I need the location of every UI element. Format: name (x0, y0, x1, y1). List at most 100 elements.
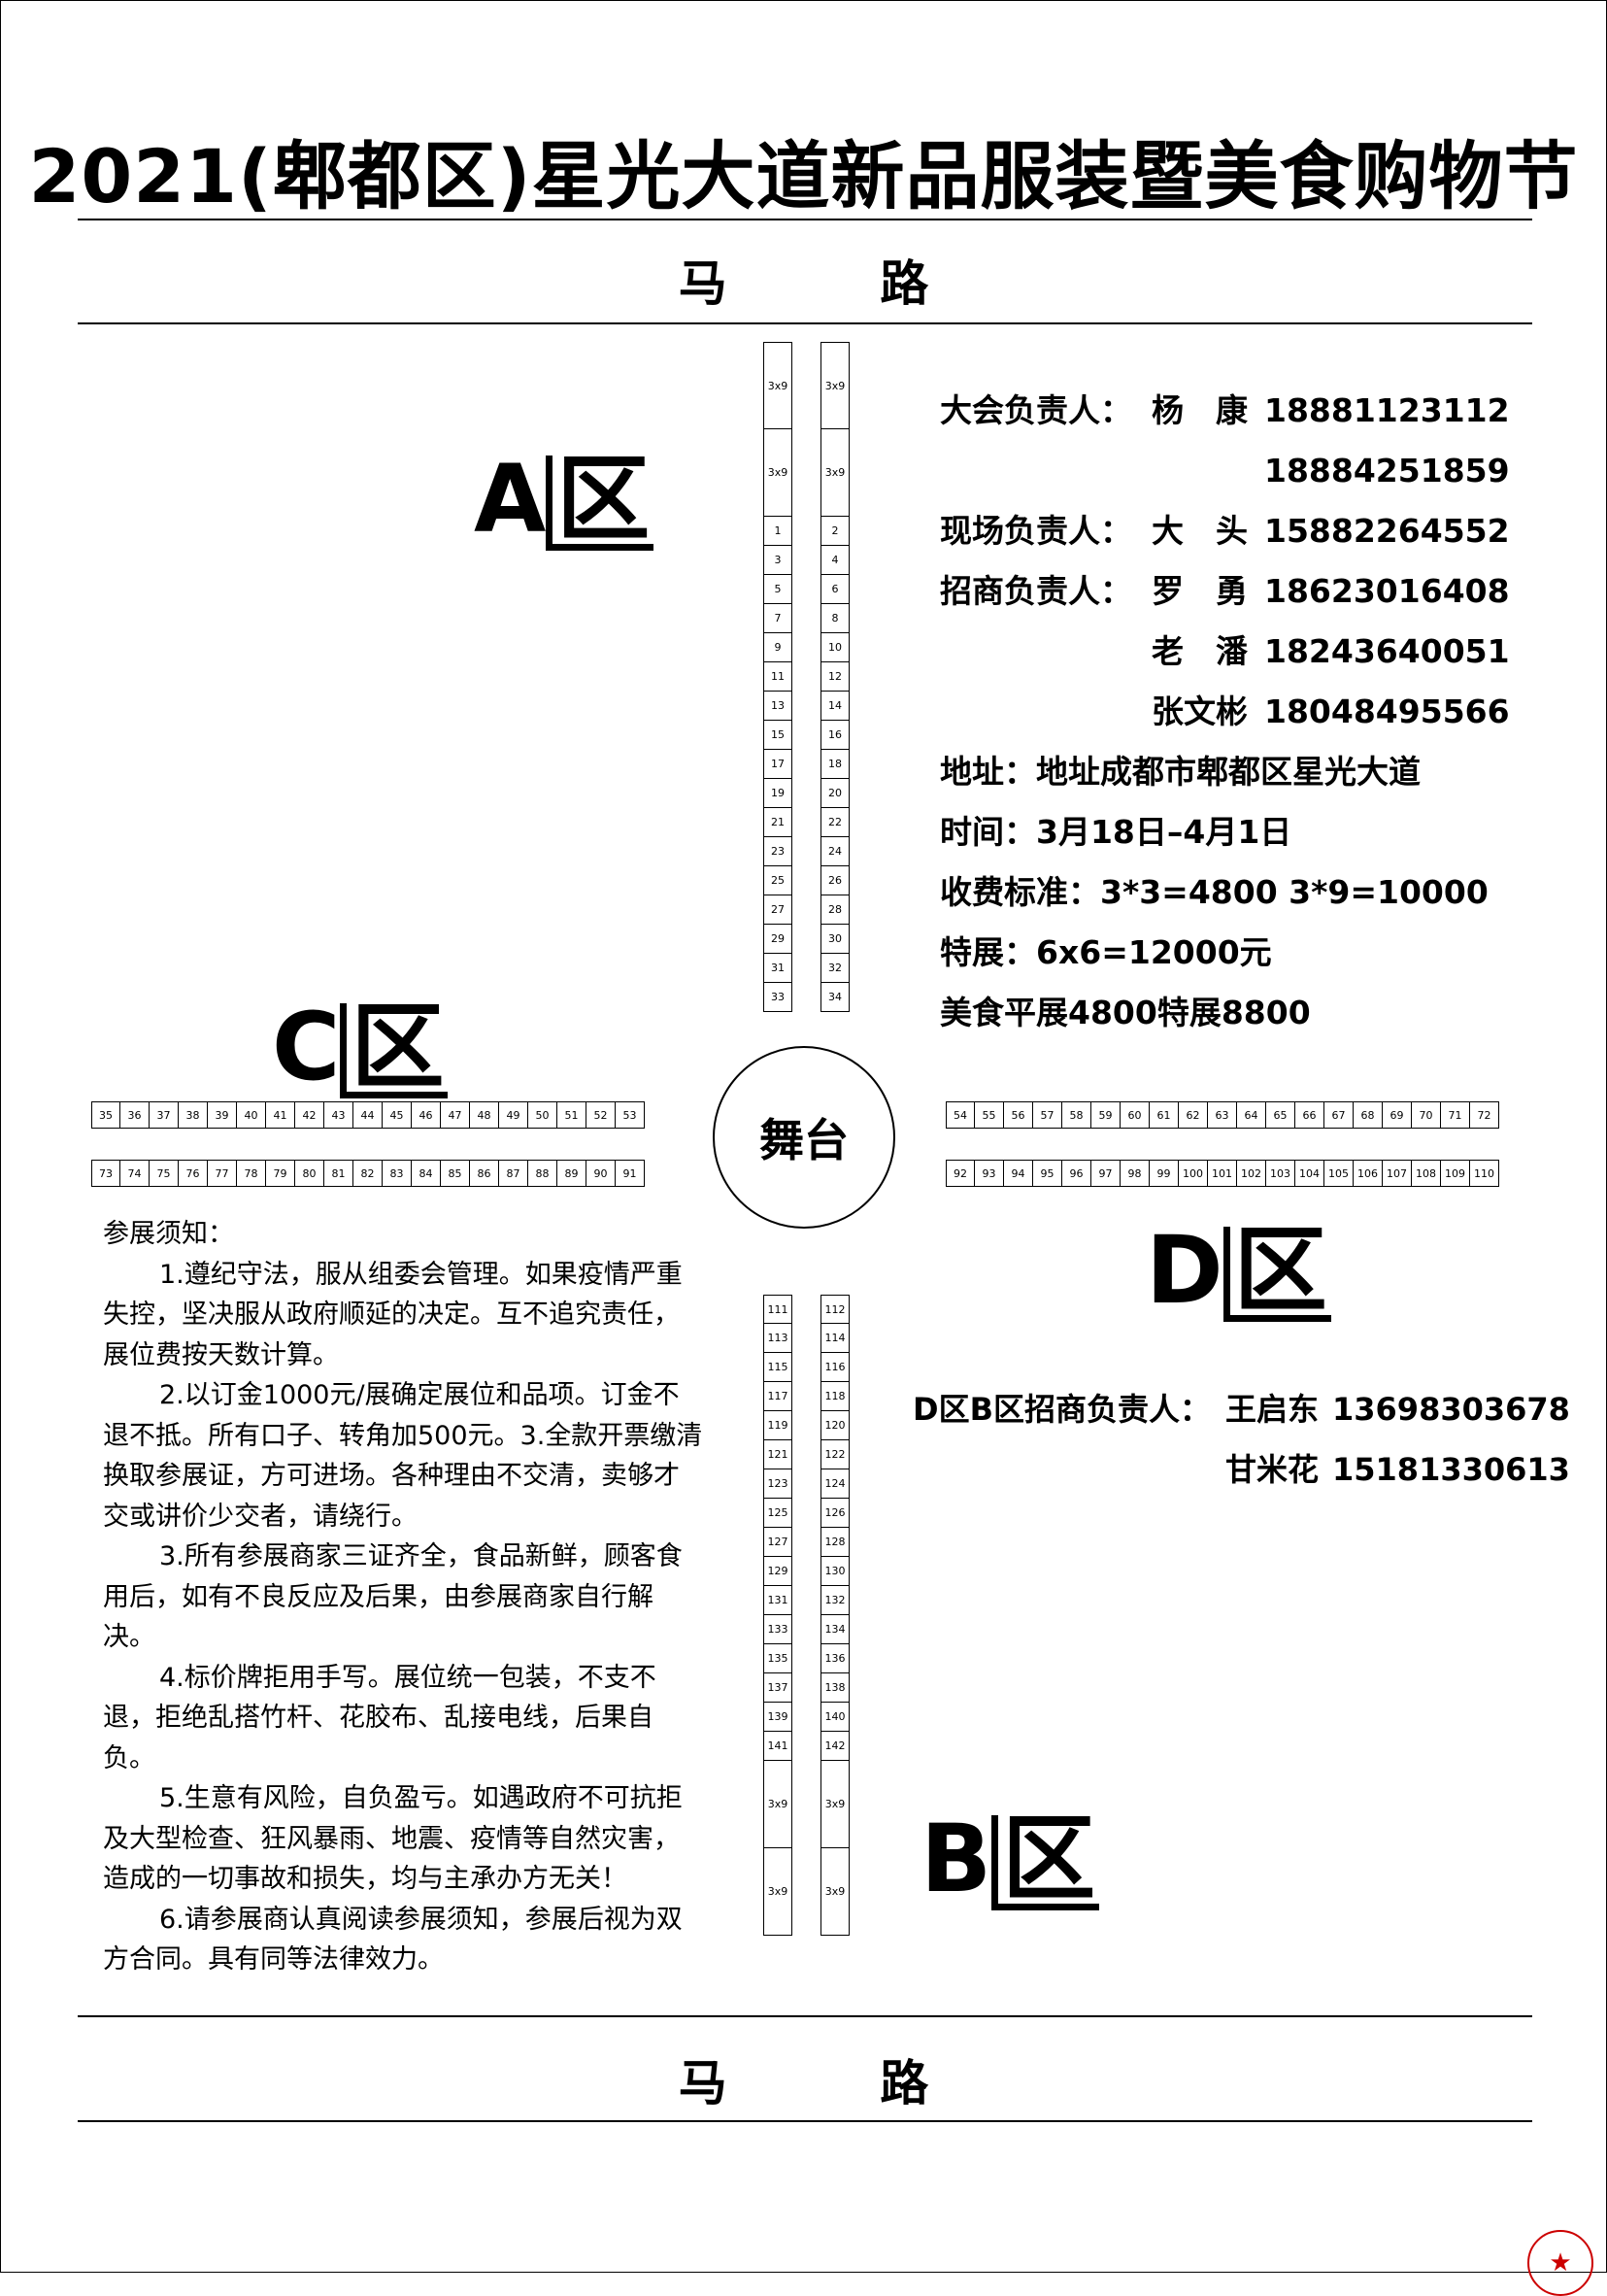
booth-cell: 107 (1383, 1160, 1412, 1187)
contact-name: 杨 康 (1152, 391, 1248, 429)
booth-cell: 92 (946, 1160, 975, 1187)
booth-cell: 63 (1208, 1101, 1237, 1129)
booth-cell: 108 (1412, 1160, 1441, 1187)
booth-cell: 142 (820, 1732, 850, 1761)
booth-cell: 65 (1266, 1101, 1295, 1129)
booth-cell: 38 (179, 1101, 208, 1129)
booth-cell: 111 (763, 1295, 792, 1324)
contact-phone: 18884251859 (1264, 452, 1510, 490)
booth-cell: 100 (1179, 1160, 1208, 1187)
contact-phone: 15181330613 (1332, 1451, 1570, 1488)
contact-phone: 18048495566 (1264, 692, 1510, 730)
booth-cell: 103 (1266, 1160, 1295, 1187)
booth-cell: 35 (91, 1101, 120, 1129)
contact-name: 王启东 (1225, 1391, 1320, 1428)
booth-cell: 89 (557, 1160, 586, 1187)
booth-cell: 76 (179, 1160, 208, 1187)
booth-cell: 51 (557, 1101, 586, 1129)
booth-cell: 15 (763, 721, 792, 750)
booth-cell: 16 (820, 721, 850, 750)
zone-suffix: 区 (1222, 1224, 1331, 1323)
booth-cell: 39 (208, 1101, 237, 1129)
booth-cell: 133 (763, 1615, 792, 1644)
road-bottom-label: 马 路 (678, 2055, 997, 2111)
booth-cell: 28 (820, 895, 850, 925)
booth-cell: 57 (1033, 1101, 1062, 1129)
booth-cell: 140 (820, 1703, 850, 1732)
zone-suffix: 区 (340, 1000, 449, 1099)
booth-cell: 42 (295, 1101, 324, 1129)
booth-cell: 123 (763, 1469, 792, 1499)
info-line: 美食平展4800特展8800 (940, 994, 1311, 1031)
contact-phone: 15882264552 (1264, 512, 1510, 550)
booth-cell: 6 (820, 575, 850, 604)
notice-item: 2.以订金1000元/展确定展位和品项。订金不退不抵。所有口子、转角加500元。… (103, 1380, 703, 1532)
booth-cell: 117 (763, 1382, 792, 1411)
booth-cell: 55 (975, 1101, 1004, 1129)
booth-cell: 32 (820, 954, 850, 983)
booth-cell: 122 (820, 1440, 850, 1469)
booth-cell: 25 (763, 866, 792, 895)
zone-letter: D (1146, 1216, 1223, 1325)
booth-cell: 99 (1150, 1160, 1179, 1187)
booth-cell: 50 (528, 1101, 557, 1129)
booth-cell: 34 (820, 983, 850, 1012)
booth-cell: 69 (1383, 1101, 1412, 1129)
booth-cell: 135 (763, 1644, 792, 1673)
booth-cell: 130 (820, 1557, 850, 1586)
booth-cell: 126 (820, 1499, 850, 1528)
booth-cell: 3x9 (763, 342, 792, 429)
booth-cell: 43 (324, 1101, 353, 1129)
star-icon: ★ (1549, 2248, 1572, 2278)
notice-heading: 参展须知： (103, 1219, 234, 1249)
booth-cell: 3x9 (763, 1761, 792, 1848)
booth-cell: 119 (763, 1411, 792, 1440)
notice-item: 6.请参展商认真阅读参展须知，参展后视为双方合同。具有同等法律效力。 (103, 1904, 683, 1975)
booth-cell: 131 (763, 1586, 792, 1615)
booth-cell: 138 (820, 1673, 850, 1703)
booth-cell: 72 (1470, 1101, 1499, 1129)
booth-cell: 58 (1062, 1101, 1091, 1129)
booth-cell: 115 (763, 1353, 792, 1382)
booth-cell: 68 (1354, 1101, 1383, 1129)
booth-cell: 46 (412, 1101, 441, 1129)
booth-cell: 80 (295, 1160, 324, 1187)
booth-cell: 116 (820, 1353, 850, 1382)
booth-cell: 20 (820, 779, 850, 808)
booth-cell: 93 (975, 1160, 1004, 1187)
booth-cell: 30 (820, 925, 850, 954)
booth-cell: 132 (820, 1586, 850, 1615)
booth-cell: 96 (1062, 1160, 1091, 1187)
booth-cell: 4 (820, 546, 850, 575)
booth-cell: 36 (120, 1101, 150, 1129)
contact-phone: 13698303678 (1332, 1391, 1570, 1428)
booth-cell: 98 (1121, 1160, 1150, 1187)
booth-cell: 121 (763, 1440, 792, 1469)
booth-cell: 110 (1470, 1160, 1499, 1187)
booth-cell: 85 (441, 1160, 470, 1187)
booth-cell: 14 (820, 692, 850, 721)
booth-cell: 62 (1179, 1101, 1208, 1129)
booth-cell: 45 (383, 1101, 412, 1129)
booth-cell: 112 (820, 1295, 850, 1324)
booth-cell: 128 (820, 1528, 850, 1557)
booth-cell: 82 (353, 1160, 383, 1187)
booth-cell: 13 (763, 692, 792, 721)
booth-cell: 22 (820, 808, 850, 837)
booth-cell: 74 (120, 1160, 150, 1187)
booth-cell: 120 (820, 1411, 850, 1440)
booth-cell: 136 (820, 1644, 850, 1673)
booth-cell: 137 (763, 1673, 792, 1703)
booth-cell: 139 (763, 1703, 792, 1732)
contact-name: 罗 勇 (1152, 572, 1248, 610)
